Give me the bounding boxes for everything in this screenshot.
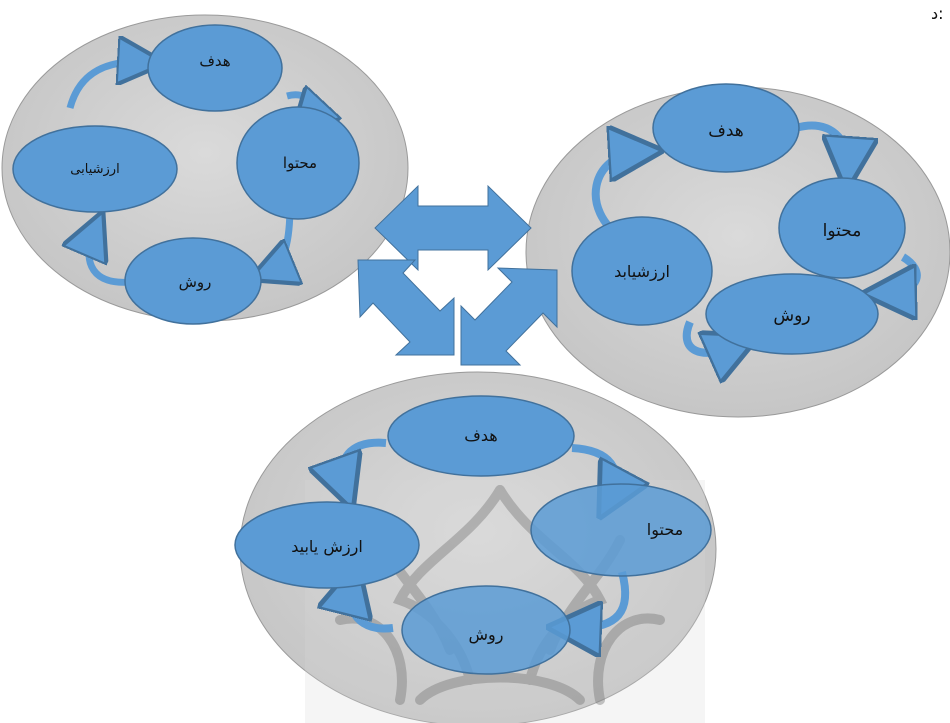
node-method-label: روش <box>179 273 212 291</box>
node-evaluation <box>571 216 713 326</box>
double-arrow-diagonal-left-icon <box>357 259 455 356</box>
cycle-arrow-icon <box>885 253 921 293</box>
node-method <box>124 237 262 325</box>
node-method-label: روش <box>773 306 810 326</box>
corner-label: د: <box>931 4 944 23</box>
node-content-label: محتوا <box>647 520 683 540</box>
double-arrow-horizontal-icon <box>374 184 532 272</box>
node-method <box>705 273 879 355</box>
cycle-arrow-icon <box>682 320 738 353</box>
node-goal <box>147 24 283 112</box>
cycle-arrow-icon <box>342 438 387 488</box>
cycle-arrow-icon <box>89 230 131 286</box>
node-evaluation-label: ارزشیابد <box>614 262 670 282</box>
cycle-arrow-icon <box>66 62 145 109</box>
node-evaluation <box>234 501 420 589</box>
node-goal <box>652 83 800 173</box>
node-method <box>401 585 571 675</box>
node-content <box>530 483 712 577</box>
node-goal <box>387 395 575 477</box>
node-method-label: روش <box>469 625 504 645</box>
cycle-right: هدف محتوا روش ارزشیابد <box>571 83 921 355</box>
node-content <box>236 106 360 220</box>
node-content-label: محتوا <box>823 221 862 241</box>
node-content <box>778 177 906 279</box>
node-evaluation <box>12 125 178 213</box>
cycle-arrow-icon <box>570 570 630 628</box>
node-goal-label: هدف <box>199 52 230 70</box>
node-goal-label: هدف <box>464 426 497 445</box>
cycle-bottom: هدف محتوا روش ارزش یابید <box>234 395 712 675</box>
double-arrow-diagonal-right-icon <box>460 267 558 366</box>
node-evaluation-label: ارزشیابی <box>70 162 119 177</box>
cycle-arrow-icon <box>794 121 848 168</box>
node-content-label: محتوا <box>283 154 317 172</box>
cycle-top-left: هدف محتوا روش ارزشیابی <box>12 24 360 325</box>
node-goal-label: هدف <box>708 121 744 141</box>
cycle-arrow-icon <box>350 584 394 633</box>
node-evaluation-label: ارزش یابید <box>291 537 363 557</box>
